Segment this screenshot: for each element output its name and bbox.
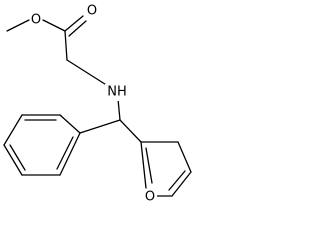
ch2-nh-bond bbox=[66, 59, 109, 87]
methine-phenyl-bond bbox=[79, 119, 121, 134]
methine-furan-bond bbox=[119, 119, 142, 143]
carbonyl-oxygen-label: O bbox=[87, 4, 97, 19]
furan-bond-c3-c4 bbox=[177, 141, 192, 173]
ester-oxygen-label: O bbox=[31, 13, 41, 28]
phenyl-bond-6 bbox=[59, 132, 81, 176]
carbonyl-double-bond-b bbox=[68, 20, 87, 37]
carbonyl-double-bond-a bbox=[64, 15, 84, 32]
furan-bond-c4-c5 bbox=[171, 171, 192, 197]
furan-inner-bond-b bbox=[168, 170, 186, 191]
acyl-ch2-bond bbox=[64, 30, 68, 61]
phenyl-inner-bond-b bbox=[9, 144, 26, 171]
phenyl-bond-1 bbox=[59, 114, 81, 134]
furan-bond-o-c2 bbox=[140, 141, 147, 189]
amine-label: NH bbox=[107, 85, 127, 100]
furan-oxygen-label-bg bbox=[144, 189, 157, 205]
carbonyl-oxygen-label-bg bbox=[86, 3, 98, 19]
molecule-structure: O O NH O bbox=[3, 3, 192, 205]
atom-labels: O O NH O bbox=[30, 3, 157, 205]
methyl-bond bbox=[6, 19, 30, 32]
bonds bbox=[3, 15, 192, 197]
amine-label-bg bbox=[105, 84, 129, 101]
phenyl-bond-3 bbox=[3, 114, 23, 146]
furan-inner-bond-a bbox=[145, 147, 153, 184]
nh-methine-bond bbox=[117, 98, 121, 121]
furan-oxygen-label: O bbox=[145, 190, 155, 205]
phenyl-inner-bond-c bbox=[56, 136, 74, 170]
ester-oxygen-bond bbox=[42, 19, 66, 32]
phenyl-bond-4 bbox=[3, 144, 23, 176]
ester-oxygen-label-bg bbox=[30, 12, 42, 28]
